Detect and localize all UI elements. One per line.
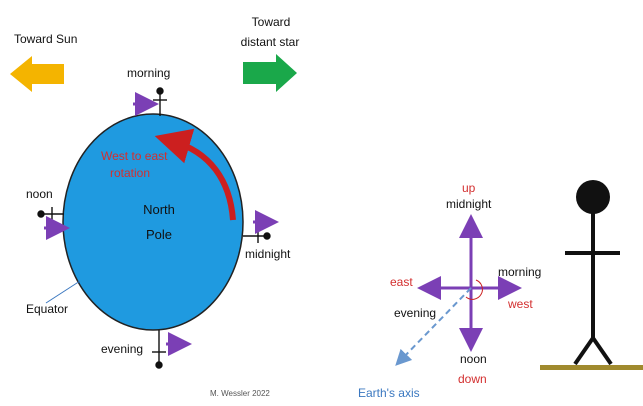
rotation-label-line2: rotation	[110, 166, 151, 180]
noon-label: noon	[26, 187, 53, 201]
noon-observer-icon	[37, 207, 64, 221]
morning-observer-icon	[153, 87, 167, 116]
compass-up-label: up	[462, 181, 476, 195]
earth-axis-label: Earth's axis	[358, 386, 420, 400]
equator-label: Equator	[26, 302, 69, 316]
earth-axis-line	[395, 287, 472, 366]
compass-noon-label: noon	[460, 352, 487, 366]
north-pole-label-line2: Pole	[145, 227, 173, 242]
compass-east-label: east	[390, 275, 413, 289]
evening-observer-icon	[152, 330, 166, 369]
midnight-label: midnight	[245, 247, 291, 261]
compass-midnight-label: midnight	[446, 197, 492, 211]
toward-star-arrow	[243, 54, 297, 92]
earth-circle	[62, 113, 244, 331]
evening-label: evening	[101, 342, 144, 356]
ground-strip	[540, 365, 643, 370]
observer-figure-icon	[565, 180, 620, 366]
compass-down-label: down	[458, 372, 487, 386]
rotation-arrow	[154, 128, 236, 221]
toward-star-label-line2: distant star	[240, 35, 300, 49]
compass-cross	[417, 214, 522, 352]
toward-sun-arrow	[10, 56, 64, 92]
toward-star-label-line1: Toward	[251, 15, 291, 29]
toward-sun-label: Toward Sun	[14, 32, 78, 46]
credit-text: M. Wessler 2022	[210, 389, 270, 398]
north-pole-label-line1: North	[143, 202, 175, 217]
compass-evening-label: evening	[394, 306, 437, 320]
equator-pointer	[45, 280, 81, 304]
compass-morning-label: morning	[498, 265, 542, 279]
morning-label: morning	[127, 66, 171, 80]
midnight-observer-icon	[243, 229, 271, 243]
compass-west-label: west	[508, 297, 533, 311]
rotation-label-line1: West to east	[101, 149, 168, 163]
